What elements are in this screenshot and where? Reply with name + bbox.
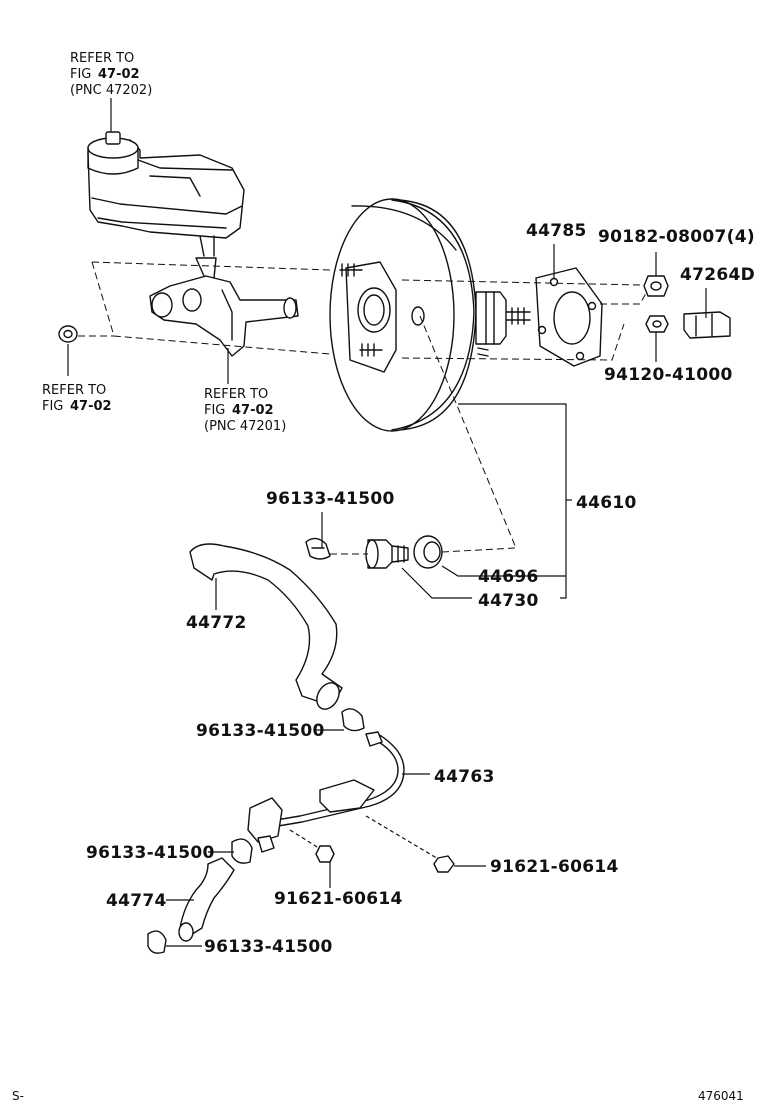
footer-left-code: S- [12, 1089, 24, 1103]
hose-clamp-top [305, 537, 331, 560]
grommet-44696 [413, 535, 443, 569]
part-number-96133-41500-top[interactable]: 96133-41500 [266, 489, 395, 509]
master-cylinder-illustration [149, 257, 299, 357]
gasket-44785 [535, 267, 603, 367]
ref-note-3-line1: REFER TO [204, 387, 268, 402]
part-number-47264D[interactable]: 47264D [680, 265, 755, 285]
check-valve-44730 [365, 539, 409, 569]
part-number-96133-41500-bottom[interactable]: 96133-41500 [204, 937, 333, 957]
part-number-44730[interactable]: 44730 [478, 591, 539, 611]
part-number-44772[interactable]: 44772 [186, 613, 247, 633]
hose-clamp-bottom [147, 930, 167, 954]
reservoir-tank-illustration [87, 131, 245, 257]
brake-booster-assembly-44610 [329, 198, 531, 432]
part-number-96133-41500-middle[interactable]: 96133-41500 [196, 721, 325, 741]
bolt-91621-60614-center [289, 829, 335, 863]
leader-lines [67, 98, 707, 947]
hose-clamp-middle [341, 708, 365, 732]
part-number-44610[interactable]: 44610 [576, 493, 637, 513]
clevis-bracket-47264D [683, 311, 731, 339]
ref-note-3-fig: 47-02 [232, 403, 274, 418]
ref-note-3-fig-prefix: FIG [204, 403, 225, 418]
vacuum-hose-44774 [178, 857, 235, 942]
ref-note-3-pnc: (PNC 47201) [204, 419, 286, 434]
flange-nut-left [58, 325, 78, 343]
vacuum-hose-44772 [189, 543, 343, 710]
ref-note-2-line1: REFER TO [42, 383, 106, 398]
part-number-44763[interactable]: 44763 [434, 767, 495, 787]
part-number-44785[interactable]: 44785 [526, 221, 587, 241]
part-number-91621-60614-right[interactable]: 91621-60614 [490, 857, 619, 877]
ref-note-1-fig: 47-02 [98, 67, 140, 82]
hose-clamp-lower [231, 838, 253, 864]
part-number-91621-60614-center[interactable]: 91621-60614 [274, 889, 403, 909]
ref-note-2-fig: 47-02 [70, 399, 112, 414]
ref-note-1-line1: REFER TO [70, 51, 134, 66]
ref-note-1-fig-prefix: FIG [70, 67, 91, 82]
bolt-91621-60614-right [365, 815, 455, 873]
ref-note-2-fig-prefix: FIG [42, 399, 63, 414]
part-number-90182-08007[interactable]: 90182-08007(4) [598, 227, 755, 247]
ref-note-1-pnc: (PNC 47202) [70, 83, 152, 98]
part-number-44774[interactable]: 44774 [106, 891, 167, 911]
part-number-96133-41500-lower[interactable]: 96133-41500 [86, 843, 215, 863]
nut-94120-41000 [645, 315, 669, 333]
vacuum-pipe-44763 [247, 731, 405, 853]
part-number-44696[interactable]: 44696 [478, 567, 539, 587]
part-number-94120-41000[interactable]: 94120-41000 [604, 365, 733, 385]
nut-90182-08007 [643, 275, 669, 297]
illustration-number: 476041 [698, 1089, 744, 1103]
